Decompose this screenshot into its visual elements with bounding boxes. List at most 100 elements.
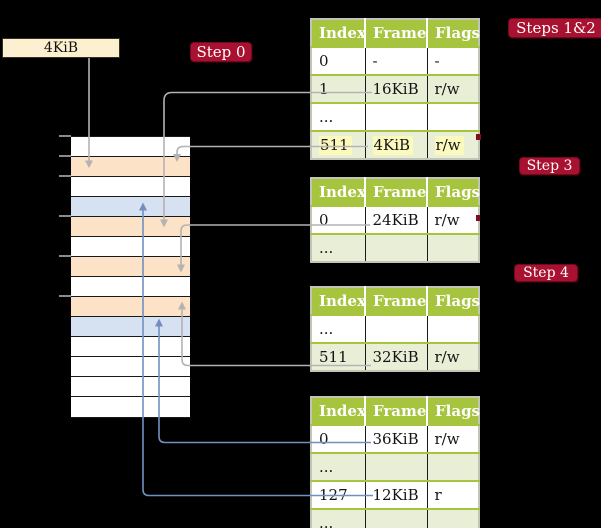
table-row: 1 16KiB r/w <box>311 74 479 103</box>
cell-flags: r/w <box>426 424 479 453</box>
memory-ticks <box>59 135 71 417</box>
memory-row-white <box>71 397 190 417</box>
page-table-a: Index Frame Flags 0 24KiB r/w ... <box>310 177 480 263</box>
table-row: 0 - - <box>311 46 479 75</box>
highlight: 511 <box>319 136 352 155</box>
cell-index: 0 <box>311 205 365 234</box>
col-header-frame: Frame <box>364 397 427 425</box>
cell-flags <box>426 314 479 343</box>
cell-index: 0 <box>311 46 365 75</box>
memory-row-orange <box>71 257 190 277</box>
col-header-index: Index <box>311 178 366 206</box>
cell-index: 1 <box>311 74 365 103</box>
memory-row-white <box>71 177 190 197</box>
cell-index: 127 <box>311 480 365 509</box>
memory-row-white <box>71 137 190 157</box>
tick-mark <box>59 295 71 297</box>
table-row: 0 36KiB r/w <box>311 424 479 453</box>
page-table-c: Index Frame Flags 0 36KiB r/w ... 127 12… <box>310 396 480 528</box>
table-row: ... <box>311 102 479 131</box>
page-table-b: Index Frame Flags ... 511 32KiB r/w <box>310 286 480 372</box>
table-header-row: Index Frame Flags <box>311 178 480 206</box>
memory-row-blue <box>71 197 190 217</box>
tick-mark <box>59 155 71 157</box>
page-directory-table: Index Frame Flags 0 - - 1 16KiB r/w ... <box>310 18 480 160</box>
cell-index: 511 <box>311 342 365 371</box>
cell-frame <box>364 508 427 528</box>
col-header-index: Index <box>311 397 366 425</box>
highlight: 4KiB <box>372 136 414 155</box>
cell-frame: 12KiB <box>364 480 427 509</box>
col-header-flags: Flags <box>426 287 480 315</box>
annotation-mark <box>476 134 481 140</box>
badge-step-3: Step 3 <box>519 157 580 175</box>
table-header-row: Index Frame Flags <box>311 287 480 315</box>
cell-flags: r <box>426 480 479 509</box>
table-row: 511 32KiB r/w <box>311 342 479 371</box>
cell-frame <box>364 452 427 481</box>
cell-flags: r/w <box>426 205 479 234</box>
cell-frame <box>364 233 427 262</box>
col-header-flags: Flags <box>426 178 480 206</box>
cell-frame: 24KiB <box>364 205 427 234</box>
badge-step-0: Step 0 <box>190 42 252 62</box>
col-header-frame: Frame <box>364 19 427 47</box>
cell-index: 0 <box>311 424 365 453</box>
col-header-flags: Flags <box>426 19 480 47</box>
highlight: r/w <box>434 136 464 155</box>
cell-flags <box>426 102 479 131</box>
table-row: ... <box>311 314 479 343</box>
col-header-index: Index <box>311 19 366 47</box>
cell-flags <box>426 508 479 528</box>
cell-frame: - <box>364 46 427 75</box>
cell-flags: r/w <box>426 74 479 103</box>
cell-frame: 16KiB <box>364 74 427 103</box>
col-header-index: Index <box>311 287 366 315</box>
tick-mark <box>59 255 71 257</box>
memory-row-white <box>71 277 190 297</box>
col-header-frame: Frame <box>364 287 427 315</box>
cell-index: ... <box>311 314 365 343</box>
cell-frame: 4KiB <box>364 130 427 159</box>
table-row: ... <box>311 233 479 262</box>
table-row: ... <box>311 508 479 528</box>
memory-row-white <box>71 237 190 257</box>
cell-frame: 36KiB <box>364 424 427 453</box>
cell-index: ... <box>311 233 365 262</box>
memory-row-white <box>71 377 190 397</box>
tick-mark <box>59 175 71 177</box>
table-row: 0 24KiB r/w <box>311 205 479 234</box>
table-row: 127 12KiB r <box>311 480 479 509</box>
cell-index: 511 <box>311 130 365 159</box>
badge-steps-1-2: Steps 1&2 <box>508 18 601 38</box>
page-size-label: 4KiB <box>2 38 120 58</box>
cell-flags: r/w <box>426 342 479 371</box>
memory-row-white <box>71 357 190 377</box>
memory-row-white <box>71 337 190 357</box>
col-header-flags: Flags <box>426 397 480 425</box>
cell-flags <box>426 233 479 262</box>
col-header-frame: Frame <box>364 178 427 206</box>
cell-frame: 32KiB <box>364 342 427 371</box>
cell-flags: r/w <box>426 130 479 159</box>
annotation-mark <box>476 215 480 221</box>
memory-column <box>71 136 190 418</box>
cell-frame <box>364 314 427 343</box>
cell-flags: - <box>426 46 479 75</box>
memory-row-blue <box>71 317 190 337</box>
table-row-highlighted: 511 4KiB r/w <box>311 130 479 159</box>
tick-mark <box>59 135 71 137</box>
memory-row-orange <box>71 297 190 317</box>
memory-row-orange <box>71 217 190 237</box>
table-header-row: Index Frame Flags <box>311 397 480 425</box>
tick-mark <box>59 215 71 217</box>
cell-index: ... <box>311 452 365 481</box>
cell-index: ... <box>311 508 365 528</box>
table-header-row: Index Frame Flags <box>311 19 480 47</box>
memory-row-orange <box>71 157 190 177</box>
badge-step-4: Step 4 <box>514 264 578 282</box>
table-row: ... <box>311 452 479 481</box>
cell-index: ... <box>311 102 365 131</box>
cell-flags <box>426 452 479 481</box>
